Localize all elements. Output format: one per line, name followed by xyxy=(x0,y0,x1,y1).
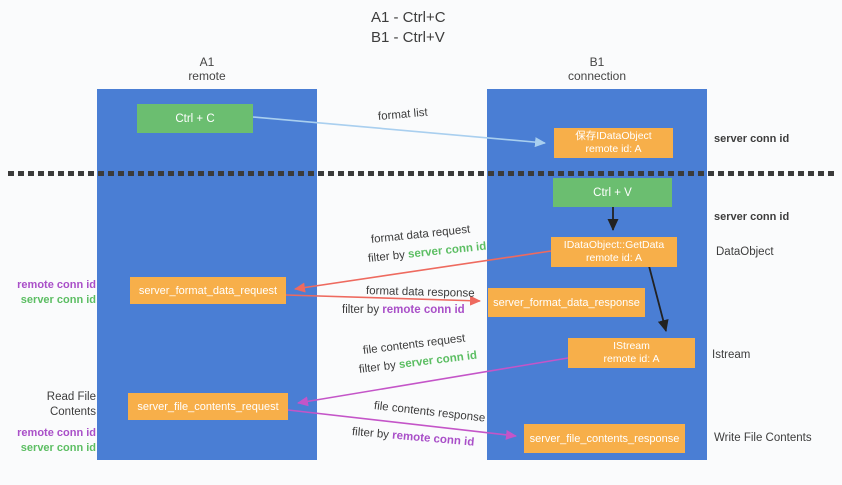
node-idataobject-getdata: IDataObject::GetData remote id: A xyxy=(551,237,677,267)
write-file-contents-label: Write File Contents xyxy=(714,432,812,444)
node-getdata-line2: remote id: A xyxy=(585,252,643,264)
read-file-contents-group: Read File Contents remote conn id server… xyxy=(0,390,96,456)
node-server-file-contents-response: server_file_contents_response xyxy=(524,424,685,453)
node-save-idataobject-line2: remote id: A xyxy=(585,143,642,155)
column-header-a1: A1 remote xyxy=(97,55,317,83)
node-istream: IStream remote id: A xyxy=(568,338,695,368)
column-b1-name: B1 xyxy=(589,55,605,69)
edge-label-filter-file-response: filter by remote conn id xyxy=(351,426,474,449)
server-conn-id-text: server conn id xyxy=(398,349,478,372)
node-server-format-data-request: server_format_data_request xyxy=(130,277,286,304)
column-a1-name: A1 xyxy=(199,55,215,69)
remote-conn-id-text: remote conn id xyxy=(391,429,475,449)
node-ctrl-v: Ctrl + V xyxy=(553,178,672,207)
remote-conn-id-text: remote conn id xyxy=(382,304,465,316)
left-server-conn-id-label: server conn id xyxy=(20,294,96,306)
edge-label-filter-format-response: filter by remote conn id xyxy=(342,304,465,316)
filter-by-text: filter by xyxy=(342,304,380,316)
node-istream-line1: IStream xyxy=(613,340,650,352)
read-file-contents-label: Read File Contents xyxy=(46,391,96,418)
filter-by-text: filter by xyxy=(367,249,406,265)
dataobject-label: DataObject xyxy=(716,246,774,258)
node-server-file-contents-request: server_file_contents_request xyxy=(128,393,288,420)
server-conn-id-text: server conn id xyxy=(407,240,487,261)
left-remote-conn-id-label: remote conn id xyxy=(17,279,96,291)
diagram-title: A1 - Ctrl+C B1 - Ctrl+V xyxy=(371,8,446,48)
right-server-conn-id-label-1: server conn id xyxy=(714,133,790,145)
left-remote-conn-id-label-2: remote conn id xyxy=(17,427,96,439)
node-save-idataobject: 保存IDataObject remote id: A xyxy=(554,128,673,158)
node-ctrl-c-label: Ctrl + C xyxy=(175,112,215,125)
node-istream-line2: remote id: A xyxy=(603,353,660,365)
left-conn-id-group: remote conn id server conn id xyxy=(0,278,96,308)
node-save-idataobject-line1: 保存IDataObject xyxy=(575,130,652,142)
edge-label-format-data-response: format data response xyxy=(365,285,475,300)
node-ctrl-v-label: Ctrl + V xyxy=(593,186,632,199)
column-header-b1: B1 connection xyxy=(487,55,707,83)
column-b1-role: connection xyxy=(567,69,627,83)
edge-label-format-data-request: format data request xyxy=(370,223,471,246)
node-file-request-label: server_file_contents_request xyxy=(137,400,279,413)
node-getdata-line1: IDataObject::GetData xyxy=(563,239,665,251)
node-file-response-label: server_file_contents_response xyxy=(529,432,680,445)
edge-label-format-list: format list xyxy=(377,106,429,123)
node-format-request-label: server_format_data_request xyxy=(138,284,278,297)
left-server-conn-id-label-2: server conn id xyxy=(20,442,96,454)
right-server-conn-id-label-2: server conn id xyxy=(714,211,790,223)
filter-by-text: filter by xyxy=(358,359,397,376)
title-line-2: B1 - Ctrl+V xyxy=(371,29,445,46)
node-server-format-data-response: server_format_data_response xyxy=(488,288,645,317)
filter-by-text: filter by xyxy=(351,426,390,442)
node-format-response-label: server_format_data_response xyxy=(493,296,640,309)
title-line-1: A1 - Ctrl+C xyxy=(371,9,446,26)
edge-label-file-contents-response: file contents response xyxy=(373,400,486,425)
istream-side-label: Istream xyxy=(712,349,751,361)
column-a1-role: remote xyxy=(188,69,226,83)
node-ctrl-c: Ctrl + C xyxy=(137,104,253,133)
dotted-separator-line xyxy=(8,171,836,176)
